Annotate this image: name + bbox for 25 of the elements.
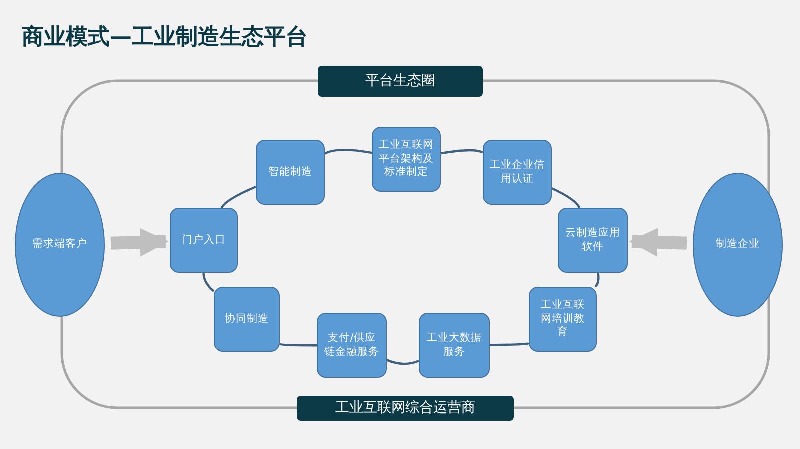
process-box: 支付/供应链金融服务 <box>317 313 387 378</box>
process-box: 协同制造 <box>214 287 280 352</box>
connector-line <box>440 149 484 155</box>
process-box: 智能制造 <box>256 140 325 205</box>
process-box: 工业互联网平台架构及标准制定 <box>372 127 441 192</box>
connector-line <box>490 342 530 346</box>
connector-line <box>202 272 215 292</box>
actor-ellipse: 需求端客户 <box>15 173 105 317</box>
process-box: 工业企业信用认证 <box>483 140 552 205</box>
connector-line <box>220 186 256 209</box>
process-box: 云制造应用软件 <box>558 208 628 273</box>
connector-line <box>280 343 317 347</box>
connector-line <box>324 148 372 155</box>
label-banner: 平台生态圈 <box>318 66 483 97</box>
block-arrow <box>629 228 688 257</box>
process-box: 工业互联网培训教育 <box>529 287 597 352</box>
actor-ellipse: 制造企业 <box>693 173 783 317</box>
connector-line <box>552 187 581 208</box>
title: 商业模式—工业制造生态平台 <box>22 24 308 52</box>
block-arrow <box>110 228 169 257</box>
process-box: 工业大数据服务 <box>419 313 490 378</box>
connector-line <box>386 359 420 366</box>
connector-line <box>594 272 600 288</box>
label-banner: 工业互联网综合运营商 <box>297 396 514 421</box>
process-box: 门户入口 <box>170 208 238 273</box>
